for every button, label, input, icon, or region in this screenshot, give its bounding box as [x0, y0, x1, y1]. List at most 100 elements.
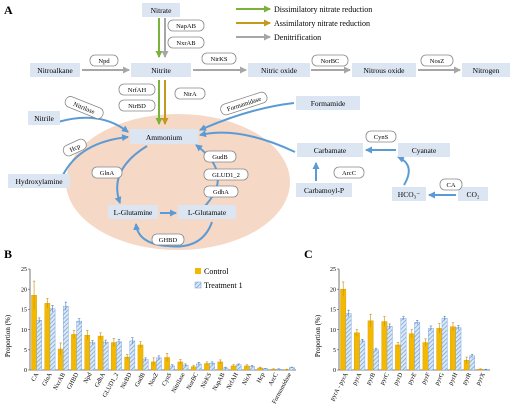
node-nitrate: Nitrate — [151, 6, 172, 15]
enzyme-label-gdha: GdhA — [213, 189, 229, 196]
node-box-hydroxylamine — [8, 174, 70, 188]
b-bar-control — [111, 342, 117, 371]
b-x-tick-label: GlnA — [41, 371, 54, 387]
panel-label-c: C — [304, 247, 313, 261]
pill-nxrab — [167, 36, 205, 49]
c-y-tick-label: 25 — [330, 267, 336, 273]
enzyme-nrfah: NrfAH — [118, 83, 156, 96]
legend-label-dissimilatory: Dissimilatory nitrate reduction — [274, 5, 372, 14]
arrow-glutamate-glutamine — [133, 221, 213, 248]
node-box-nitrile — [28, 111, 60, 125]
c-y-tick-label: 10 — [330, 328, 336, 334]
enzyme-arcc: ArcC — [333, 166, 365, 179]
enzyme-nirks: NirKS — [201, 52, 237, 65]
c-bar-treatment — [441, 318, 448, 371]
enzyme-label-nira: NirA — [183, 91, 197, 98]
enzyme-glna: GlnA — [91, 166, 123, 179]
c-bar-treatment — [414, 322, 421, 371]
arrow-formamide-ammonium — [199, 102, 295, 131]
enzyme-label-glud1-2: GLUD1_2 — [212, 172, 240, 179]
node-box-carbamate — [297, 143, 363, 157]
b-y-axis-label: Proportion (%) — [4, 314, 12, 357]
pill-gudb — [203, 150, 237, 163]
enzyme-label-arcc: ArcC — [342, 170, 356, 177]
node-box-carbamoyl-p — [296, 183, 352, 197]
pill-napab — [167, 19, 205, 32]
node-carbamate: Carbamate — [314, 146, 347, 155]
enzyme-ca: CA — [439, 178, 463, 191]
enzyme-label-hcp: Hcp — [69, 143, 82, 154]
enzyme-gudb: GudB — [203, 150, 237, 163]
b-y-tick-label: 0 — [24, 368, 27, 374]
enzyme-nitrilase: Nitrilase — [64, 96, 104, 120]
pill-nosz — [420, 54, 454, 67]
c-y-tick-label: 0 — [333, 368, 336, 374]
enzyme-norbc: NorBC — [311, 54, 349, 67]
enzyme-ghbd: GHBD — [151, 233, 185, 246]
pill-ghbd — [151, 233, 185, 246]
node-nitrite: Nitrite — [151, 66, 171, 75]
panel-a: A Dissimilatory nitrate reduction Assimi… — [4, 3, 510, 250]
b-x-tick-label: GHBD — [66, 371, 81, 390]
pill-hcp — [62, 138, 87, 157]
c-x-tick-label: pyrB — [365, 372, 377, 386]
pathway-arrows — [57, 18, 461, 248]
pill-ca — [439, 178, 463, 191]
pathway-legend: Dissimilatory nitrate reduction Assimila… — [236, 5, 372, 42]
enzyme-label-glna: GlnA — [100, 170, 115, 177]
enzyme-pills: NapAB NxrAB Npd NirKS NorBC NosZ NrfAH N… — [62, 19, 463, 246]
node-nitrogen: Nitrogen — [473, 66, 500, 75]
arrow-carbamate-ammonium — [199, 130, 296, 153]
enzyme-label-nirks: NirKS — [211, 56, 228, 63]
c-bar-control — [408, 333, 415, 371]
b-legend: Control Treatment 1 — [194, 267, 243, 290]
node-l-glutamine: L-Glutamine — [114, 208, 153, 217]
pill-glud1-2 — [203, 168, 249, 181]
legend-label-assimilatory: Assimilatory nitrate reduction — [274, 19, 370, 28]
node-box-nitroalkane — [30, 63, 80, 77]
c-bar-treatment — [359, 340, 366, 371]
c-bar-treatment — [345, 313, 352, 371]
pill-npd — [89, 54, 119, 67]
b-x-tick-label: Npd — [82, 371, 94, 385]
node-cyanate: Cyanate — [412, 146, 437, 155]
b-y-tick-label: 5 — [24, 348, 27, 354]
c-bar-control — [436, 328, 443, 371]
c-x-tick-label: pyrX — [475, 371, 487, 386]
b-x-tick-label: NirA — [241, 371, 253, 386]
c-x-tick-label: pyrH — [447, 371, 459, 386]
c-x-tick-label: pyrC — [379, 372, 391, 386]
pill-nirks — [201, 52, 237, 65]
b-bar-treatment — [36, 320, 43, 371]
panel-b-chart: B Proportion (%) Control Treatment 1 051… — [4, 247, 296, 405]
node-nitric-oxide: Nitric oxide — [261, 66, 298, 75]
c-bar-treatment — [373, 349, 379, 371]
enzyme-nosz: NosZ — [420, 54, 454, 67]
enzyme-label-cyns: CynS — [374, 134, 389, 141]
c-x-tick-label: pyrF — [420, 371, 432, 385]
enzyme-nirbd: NirBD — [118, 99, 156, 112]
arrow-hydroxylamine-ammonium — [62, 134, 129, 176]
b-x-tick-label: NirBD — [119, 371, 133, 390]
node-carbamoyl-p: Carbamoyl-P — [304, 186, 344, 195]
pill-formamidase — [220, 91, 268, 116]
c-y-tick-label: 20 — [330, 287, 336, 293]
node-nitrile: Nitrile — [34, 114, 54, 123]
node-box-hco3 — [392, 187, 426, 201]
enzyme-npd: Npd — [89, 54, 119, 67]
c-y-tick-label: 5 — [333, 348, 336, 354]
node-box-nitrate — [142, 3, 180, 17]
legend-label-denitrification: Denitrification — [274, 33, 321, 42]
pill-nitrilase — [64, 96, 104, 120]
enzyme-label-ghbd: GHBD — [159, 237, 178, 244]
b-x-tick-label: GdhA — [94, 371, 108, 388]
c-y-axis-label: Proportion (%) — [314, 314, 322, 357]
b-x-tick-label: NorBC — [185, 372, 200, 391]
c-x-tick-label: pyrD — [392, 371, 404, 386]
b-x-tick-label: NrfAH — [225, 371, 240, 390]
c-bar-treatment — [469, 355, 475, 371]
pill-arcc — [333, 166, 365, 179]
b-legend-swatch-control — [195, 268, 201, 274]
